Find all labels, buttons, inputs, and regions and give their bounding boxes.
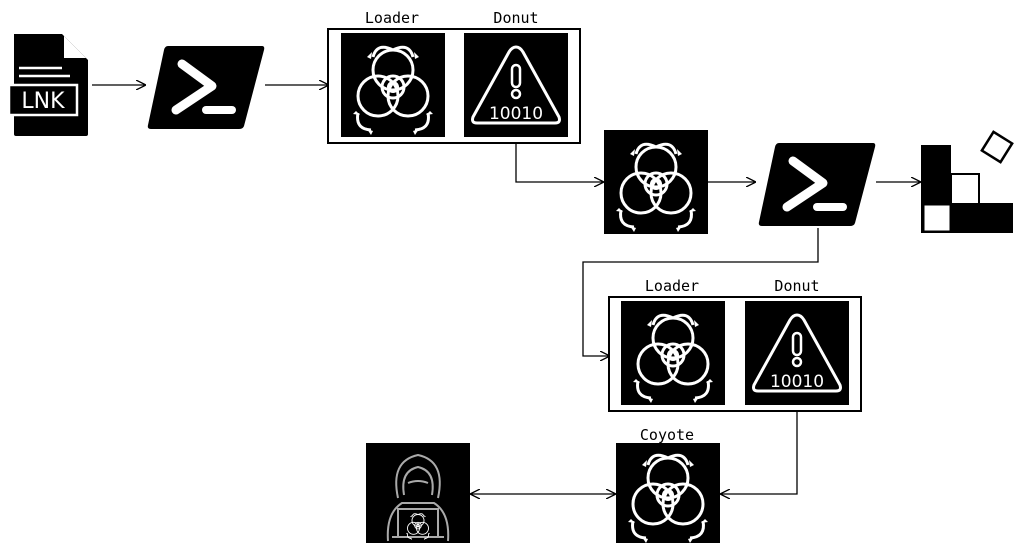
group2-donut-tile: 10010 [745, 301, 849, 405]
lnk-label: LNK [21, 89, 65, 114]
group1-donut-binary: 10010 [489, 104, 543, 124]
powershell-icon [148, 46, 264, 129]
mid-malware-tile [604, 130, 708, 234]
coyote-tile [616, 443, 720, 543]
edges [92, 85, 920, 494]
hacker-tile [366, 443, 470, 543]
group1-donut-tile: 10010 [464, 33, 568, 137]
group2-donut-label: Donut [774, 277, 819, 295]
edge-ps2-to-group2 [582, 228, 819, 356]
group1-donut-label: Donut [493, 9, 538, 27]
falling-blocks-icon [921, 130, 1014, 233]
edge-group2-to-coyote [721, 408, 798, 494]
group1-loader-tile [341, 33, 445, 137]
group2-loader-tile [621, 301, 725, 405]
lnk-file-icon: LNK [7, 34, 88, 136]
edge-group1-to-malware [515, 140, 603, 182]
group2-donut-binary: 10010 [770, 372, 824, 392]
powershell-icon [759, 143, 875, 226]
group2-loader-label: Loader [645, 277, 699, 295]
group1-loader-label: Loader [365, 9, 419, 27]
coyote-label: Coyote [640, 426, 694, 444]
